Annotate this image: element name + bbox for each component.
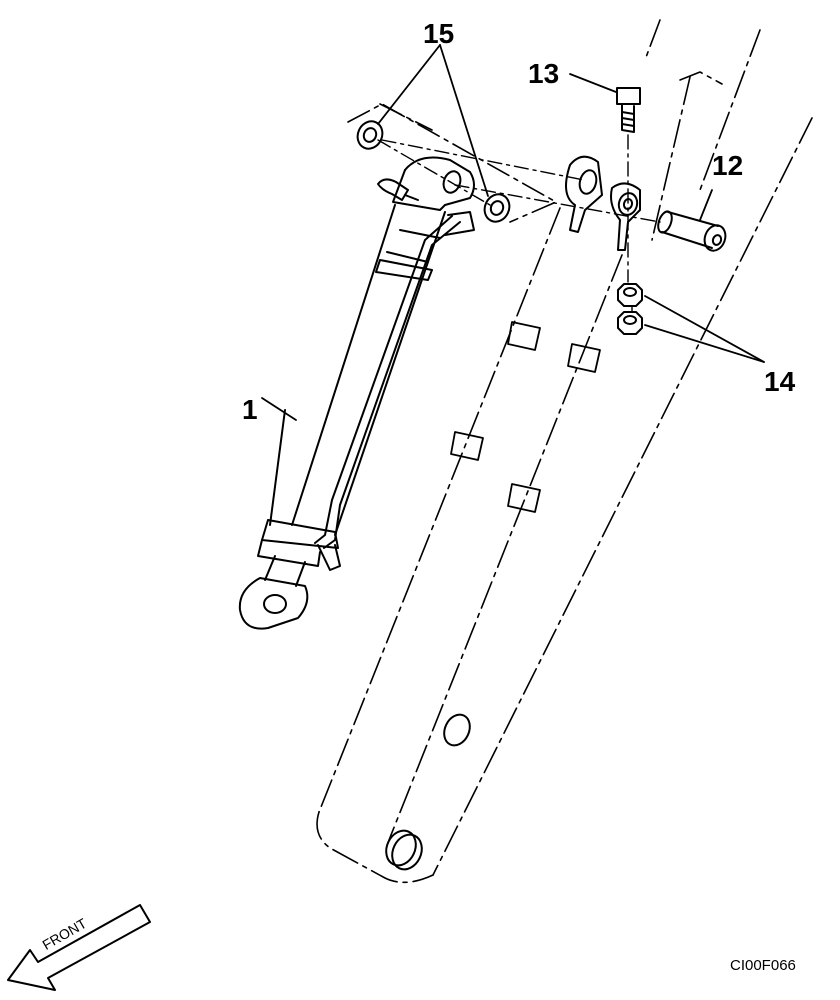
front-direction-arrow xyxy=(7,904,151,991)
nut-parts-14 xyxy=(617,283,643,335)
callout-label-12: 12 xyxy=(712,150,744,181)
boom-eye-plates xyxy=(565,155,641,251)
figure-code: CI00F066 xyxy=(730,957,796,974)
callout-label-14: 14 xyxy=(764,366,796,397)
assembly-axis-lines xyxy=(377,134,661,313)
mount-bracket xyxy=(347,71,723,223)
callout-label-1: 1 xyxy=(242,394,258,425)
boom-outline xyxy=(316,19,813,884)
boom-break-marks xyxy=(450,321,601,513)
bolt-part-13 xyxy=(616,87,641,133)
washer-parts-15 xyxy=(356,120,511,223)
callout-label-13: 13 xyxy=(528,58,560,89)
boom-foot-holes xyxy=(385,713,471,871)
callout-label-15: 15 xyxy=(423,18,455,49)
pin-part-12 xyxy=(657,210,727,252)
hydraulic-cylinder xyxy=(238,156,475,630)
leader-lines xyxy=(261,44,765,421)
